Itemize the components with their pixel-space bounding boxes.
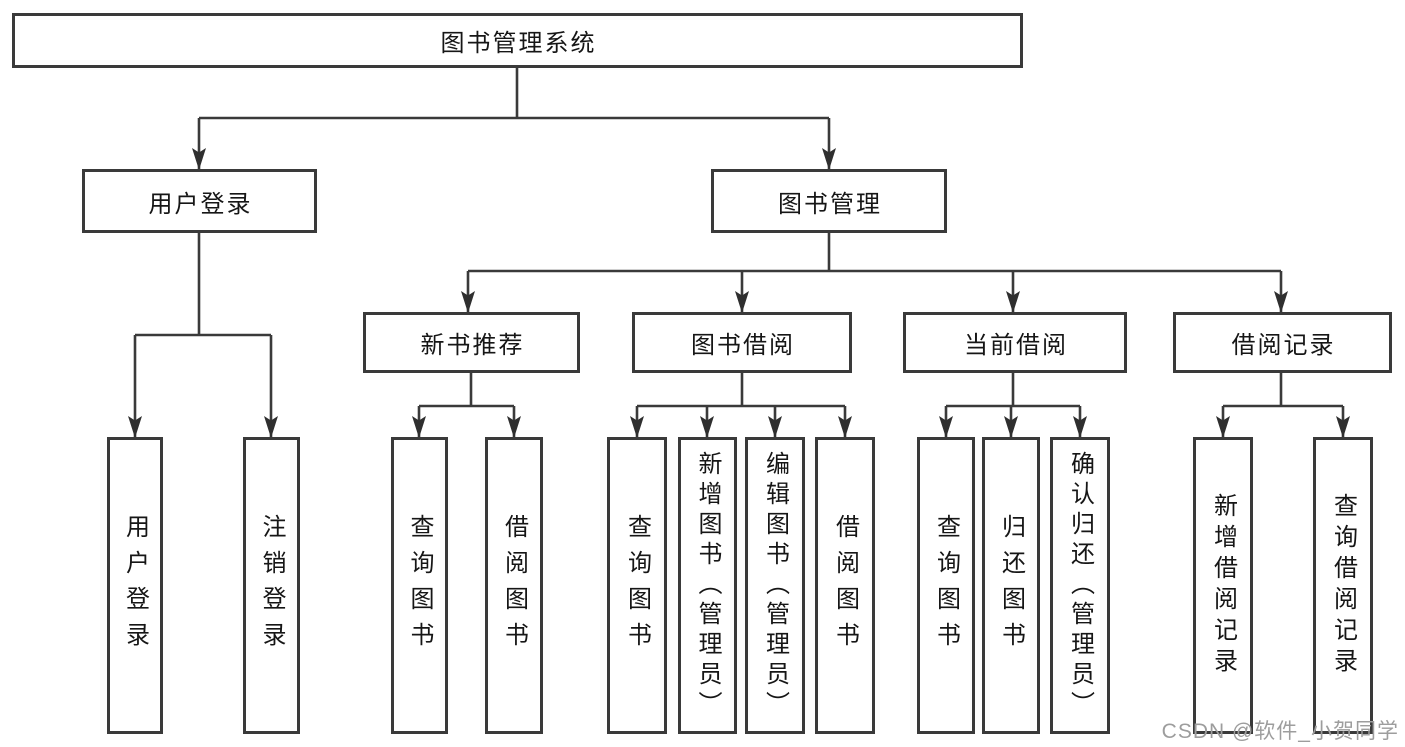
node-book-management-label: 图书管理 — [778, 190, 882, 218]
node-bb-query-books-label: 查询图书 — [623, 513, 651, 658]
node-rec-query-books-label: 查询图书 — [406, 513, 433, 658]
node-bb-query-books: 查询图书 — [607, 437, 667, 734]
connector-group — [128, 68, 1350, 438]
node-borrowing-records-label: 借阅记录 — [1231, 332, 1336, 359]
node-bb-edit-books-label: 编辑图书（管理员） — [761, 450, 789, 721]
node-bb-borrow-books: 借阅图书 — [815, 437, 875, 734]
node-bb-edit-books: 编辑图书（管理员） — [745, 437, 805, 734]
node-logout-label: 注销登录 — [258, 513, 285, 658]
node-cb-query-books: 查询图书 — [917, 437, 975, 734]
node-br-query-record: 查询借阅记录 — [1313, 437, 1373, 734]
node-new-book-recommend: 新书推荐 — [363, 312, 580, 373]
node-cb-confirm-return: 确认归还（管理员） — [1050, 437, 1110, 734]
node-bb-add-books: 新增图书（管理员） — [678, 437, 737, 734]
node-root: 图书管理系统 — [12, 13, 1023, 68]
node-current-borrowing: 当前借阅 — [903, 312, 1127, 373]
node-book-borrowing: 图书借阅 — [632, 312, 852, 373]
node-user-login: 用户登录 — [82, 169, 317, 233]
node-rec-borrow-books: 借阅图书 — [485, 437, 543, 734]
node-br-add-record-label: 新增借阅记录 — [1209, 492, 1237, 679]
node-bb-add-books-label: 新增图书（管理员） — [694, 450, 721, 721]
node-br-query-record-label: 查询借阅记录 — [1329, 492, 1357, 679]
node-user-login-label: 用户登录 — [148, 190, 253, 218]
node-login-label: 用户登录 — [121, 513, 149, 658]
node-rec-borrow-books-label: 借阅图书 — [500, 513, 528, 658]
node-bb-borrow-books-label: 借阅图书 — [831, 513, 859, 658]
node-cb-return-books: 归还图书 — [982, 437, 1040, 734]
node-root-label: 图书管理系统 — [440, 30, 597, 57]
node-new-book-recommend-label: 新书推荐 — [420, 332, 525, 359]
node-borrowing-records: 借阅记录 — [1173, 312, 1392, 373]
node-book-management: 图书管理 — [711, 169, 947, 233]
node-rec-query-books: 查询图书 — [391, 437, 448, 734]
node-logout: 注销登录 — [243, 437, 300, 734]
node-login: 用户登录 — [107, 437, 163, 734]
csdn-watermark: CSDN @软件_小贺同学 — [1161, 720, 1399, 743]
node-book-borrowing-label: 图书借阅 — [691, 332, 795, 359]
node-current-borrowing-label: 当前借阅 — [964, 332, 1068, 359]
node-br-add-record: 新增借阅记录 — [1193, 437, 1253, 734]
node-cb-return-books-label: 归还图书 — [997, 513, 1025, 658]
node-cb-query-books-label: 查询图书 — [932, 513, 960, 658]
node-cb-confirm-return-label: 确认归还（管理员） — [1066, 450, 1094, 721]
